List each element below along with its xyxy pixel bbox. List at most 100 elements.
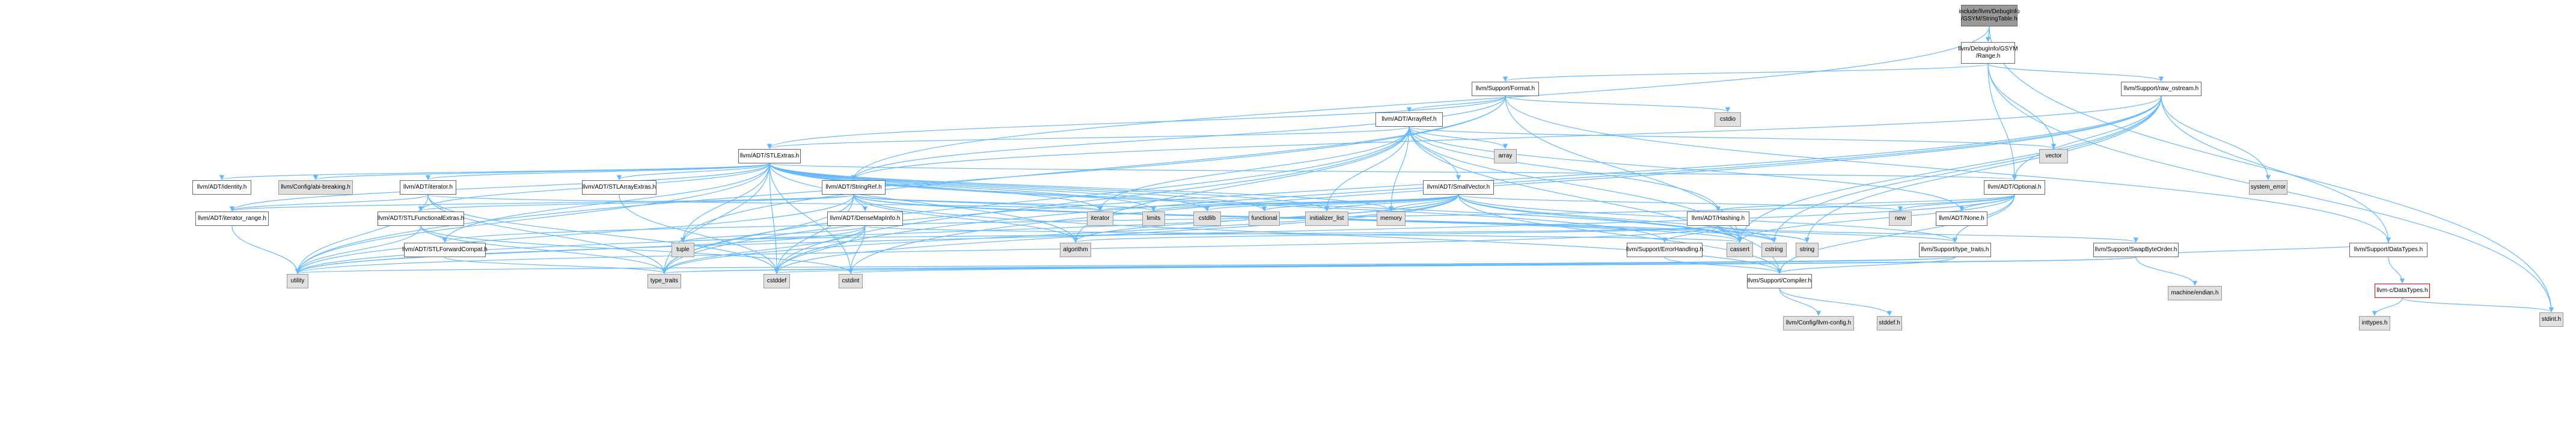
edge-smallvector-to-compiler <box>1458 194 1782 274</box>
node-functional[interactable]: functional <box>1249 211 1280 226</box>
node-cstdint[interactable]: cstdint <box>839 274 863 288</box>
dependency-edges <box>219 26 2554 316</box>
node-new[interactable]: new <box>1889 211 1912 226</box>
node-identity[interactable]: llvm/ADT/identity.h <box>192 180 251 195</box>
edge-iterator_range-to-utility <box>231 225 301 274</box>
node-stlforward[interactable]: llvm/ADT/STLForwardCompat.h <box>402 243 488 257</box>
edge-arrayref-to-vector <box>1409 126 2056 149</box>
node-none[interactable]: llvm/ADT/None.h <box>1936 211 1987 226</box>
node-vector[interactable]: vector <box>2039 149 2068 163</box>
edge-stringref-to-algorithm <box>853 194 1078 243</box>
node-stlarrayextras[interactable]: llvm/ADT/STLArrayExtras.h <box>582 180 656 195</box>
edge-hashing-to-type_traits_h <box>1718 225 1957 243</box>
node-cdatatypes[interactable]: llvm-c/DataTypes.h <box>2375 284 2430 298</box>
edge-cdatatypes-to-stdint <box>2402 297 2554 312</box>
node-cstddef[interactable]: cstddef <box>763 274 790 288</box>
edge-stlextras-to-stlforward <box>442 163 770 243</box>
node-cstdlib[interactable]: cstdlib <box>1193 211 1221 226</box>
edge-stlextras-to-iterator_range <box>229 163 770 211</box>
node-algorithm[interactable]: algorithm <box>1060 243 1091 257</box>
node-optional[interactable]: llvm/ADT/Optional.h <box>1984 180 2045 195</box>
edge-iterator-to-iterator_std <box>427 194 1103 211</box>
edge-range-to-raw_ostream <box>1987 63 2164 82</box>
edge-smallvector-to-initializer_list <box>1324 194 1459 211</box>
node-stddef[interactable]: stddef.h <box>1877 316 1902 330</box>
node-swapbyteorder[interactable]: llvm/Support/SwapByteOrder.h <box>2093 243 2179 257</box>
node-smallvector[interactable]: llvm/ADT/SmallVector.h <box>1423 180 1494 195</box>
edge-arrayref-to-cstddef <box>774 126 1410 274</box>
node-hashing[interactable]: llvm/ADT/Hashing.h <box>1687 211 1749 226</box>
edge-hashing-to-utility <box>295 225 1719 274</box>
node-abibreaking[interactable]: llvm/Config/abi-breaking.h <box>278 180 353 195</box>
edge-optional-to-stlforward <box>442 194 2015 243</box>
node-memory[interactable]: memory <box>1377 211 1406 226</box>
edge-stlextras-to-functional <box>769 163 1267 211</box>
edge-smallvector-to-functional <box>1261 194 1459 211</box>
edge-format-to-datatypes <box>1505 96 2391 243</box>
node-datatypes[interactable]: llvm/Support/DataTypes.h <box>2349 243 2428 257</box>
edge-stlextras-to-abibreaking <box>313 163 770 180</box>
edge-errorhandling-to-compiler <box>1664 257 1782 274</box>
node-type_traits_h[interactable]: llvm/Support/type_traits.h <box>1919 243 1991 257</box>
node-utility[interactable]: utility <box>287 274 308 288</box>
node-iterator_range[interactable]: llvm/ADT/iterator_range.h <box>195 211 269 226</box>
edge-optional-to-hashing <box>1716 194 2015 211</box>
node-inttypes[interactable]: inttypes.h <box>2359 316 2390 330</box>
edge-compiler-to-llvmconfig <box>1779 288 1822 316</box>
edge-stringref-to-stlfunctional <box>418 194 854 211</box>
node-array[interactable]: array <box>1494 149 1517 163</box>
edge-root-to-stdint <box>1989 26 2554 312</box>
edge-iterator-to-utility <box>295 194 429 274</box>
edge-arrayref-to-compiler <box>1409 126 1782 274</box>
node-type_traits[interactable]: type_traits <box>647 274 681 288</box>
edge-stlextras-to-stlarrayextras <box>616 163 770 180</box>
node-raw_ostream[interactable]: llvm/Support/raw_ostream.h <box>2121 82 2201 96</box>
edge-stringref-to-iterator_range <box>230 194 854 211</box>
node-range[interactable]: llvm/DebugInfo/GSYM /Range.h <box>1959 42 2018 64</box>
edge-densemapinfo-to-cassert <box>864 225 1742 243</box>
node-system_error[interactable]: system_error <box>2249 180 2287 195</box>
edge-densemapinfo-to-tuple <box>680 225 866 243</box>
edge-raw_ostream-to-optional <box>2012 96 2162 180</box>
node-compiler[interactable]: llvm/Support/Compiler.h <box>1747 274 1812 288</box>
edge-smallvector-to-new <box>1458 194 1903 211</box>
node-initializer_list[interactable]: initializer_list <box>1305 211 1348 226</box>
node-tuple[interactable]: tuple <box>672 243 694 257</box>
node-errorhandling[interactable]: llvm/Support/ErrorHandling.h <box>1626 243 1703 257</box>
node-cassert[interactable]: cassert <box>1727 243 1753 257</box>
node-cstring[interactable]: cstring <box>1761 243 1787 257</box>
node-stdint[interactable]: stdint.h <box>2539 312 2563 327</box>
edge-stringref-to-type_traits <box>661 194 854 274</box>
edge-hashing-to-errorhandling <box>1662 225 1719 243</box>
edge-optional-to-compiler <box>1776 194 2015 274</box>
node-arrayref[interactable]: llvm/ADT/ArrayRef.h <box>1375 112 1443 127</box>
node-llvmconfig[interactable]: llvm/Config/llvm-config.h <box>1783 316 1854 330</box>
node-machine_endian[interactable]: machine/endian.h <box>2168 286 2222 300</box>
node-iterator[interactable]: llvm/ADT/iterator.h <box>400 180 456 195</box>
node-limits[interactable]: limits <box>1142 211 1165 226</box>
node-stlextras[interactable]: llvm/ADT/STLExtras.h <box>738 149 801 163</box>
edge-stringref-to-utility <box>295 194 854 274</box>
edge-hashing-to-swapbyteorder <box>1718 225 2138 243</box>
node-iterator_std[interactable]: iterator <box>1087 211 1113 226</box>
edge-stlfunctional-to-utility <box>295 225 421 274</box>
node-cstdio[interactable]: cstdio <box>1715 112 1741 127</box>
node-format[interactable]: llvm/Support/Format.h <box>1472 82 1539 96</box>
edge-type_traits_h-to-compiler <box>1776 257 1956 274</box>
edge-smallvector-to-limits <box>1151 194 1459 211</box>
edge-raw_ostream-to-cassert <box>1737 96 2162 243</box>
edge-arrayref-to-array <box>1409 126 1508 149</box>
edge-stringref-to-cstddef <box>774 194 854 274</box>
edge-stlextras-to-limits <box>769 163 1157 211</box>
edge-hashing-to-string <box>1718 225 1810 243</box>
edge-stlextras-to-iterator_std <box>769 163 1103 211</box>
node-densemapinfo[interactable]: llvm/ADT/DenseMapInfo.h <box>827 211 903 226</box>
node-string[interactable]: string <box>1796 243 1819 257</box>
node-stlfunctional[interactable]: llvm/ADT/STLFunctionalExtras.h <box>378 211 464 226</box>
node-stringref[interactable]: llvm/ADT/StringRef.h <box>822 180 886 195</box>
node-root[interactable]: include/llvm/DebugInfo /GSYM/StringTable… <box>1959 5 2020 26</box>
edge-swapbyteorder-to-type_traits <box>662 257 2137 274</box>
edge-stlextras-to-initializer_list <box>769 163 1330 211</box>
edge-type_traits_h-to-utility <box>296 257 1956 274</box>
edge-raw_ostream-to-cstdint <box>848 96 2162 274</box>
